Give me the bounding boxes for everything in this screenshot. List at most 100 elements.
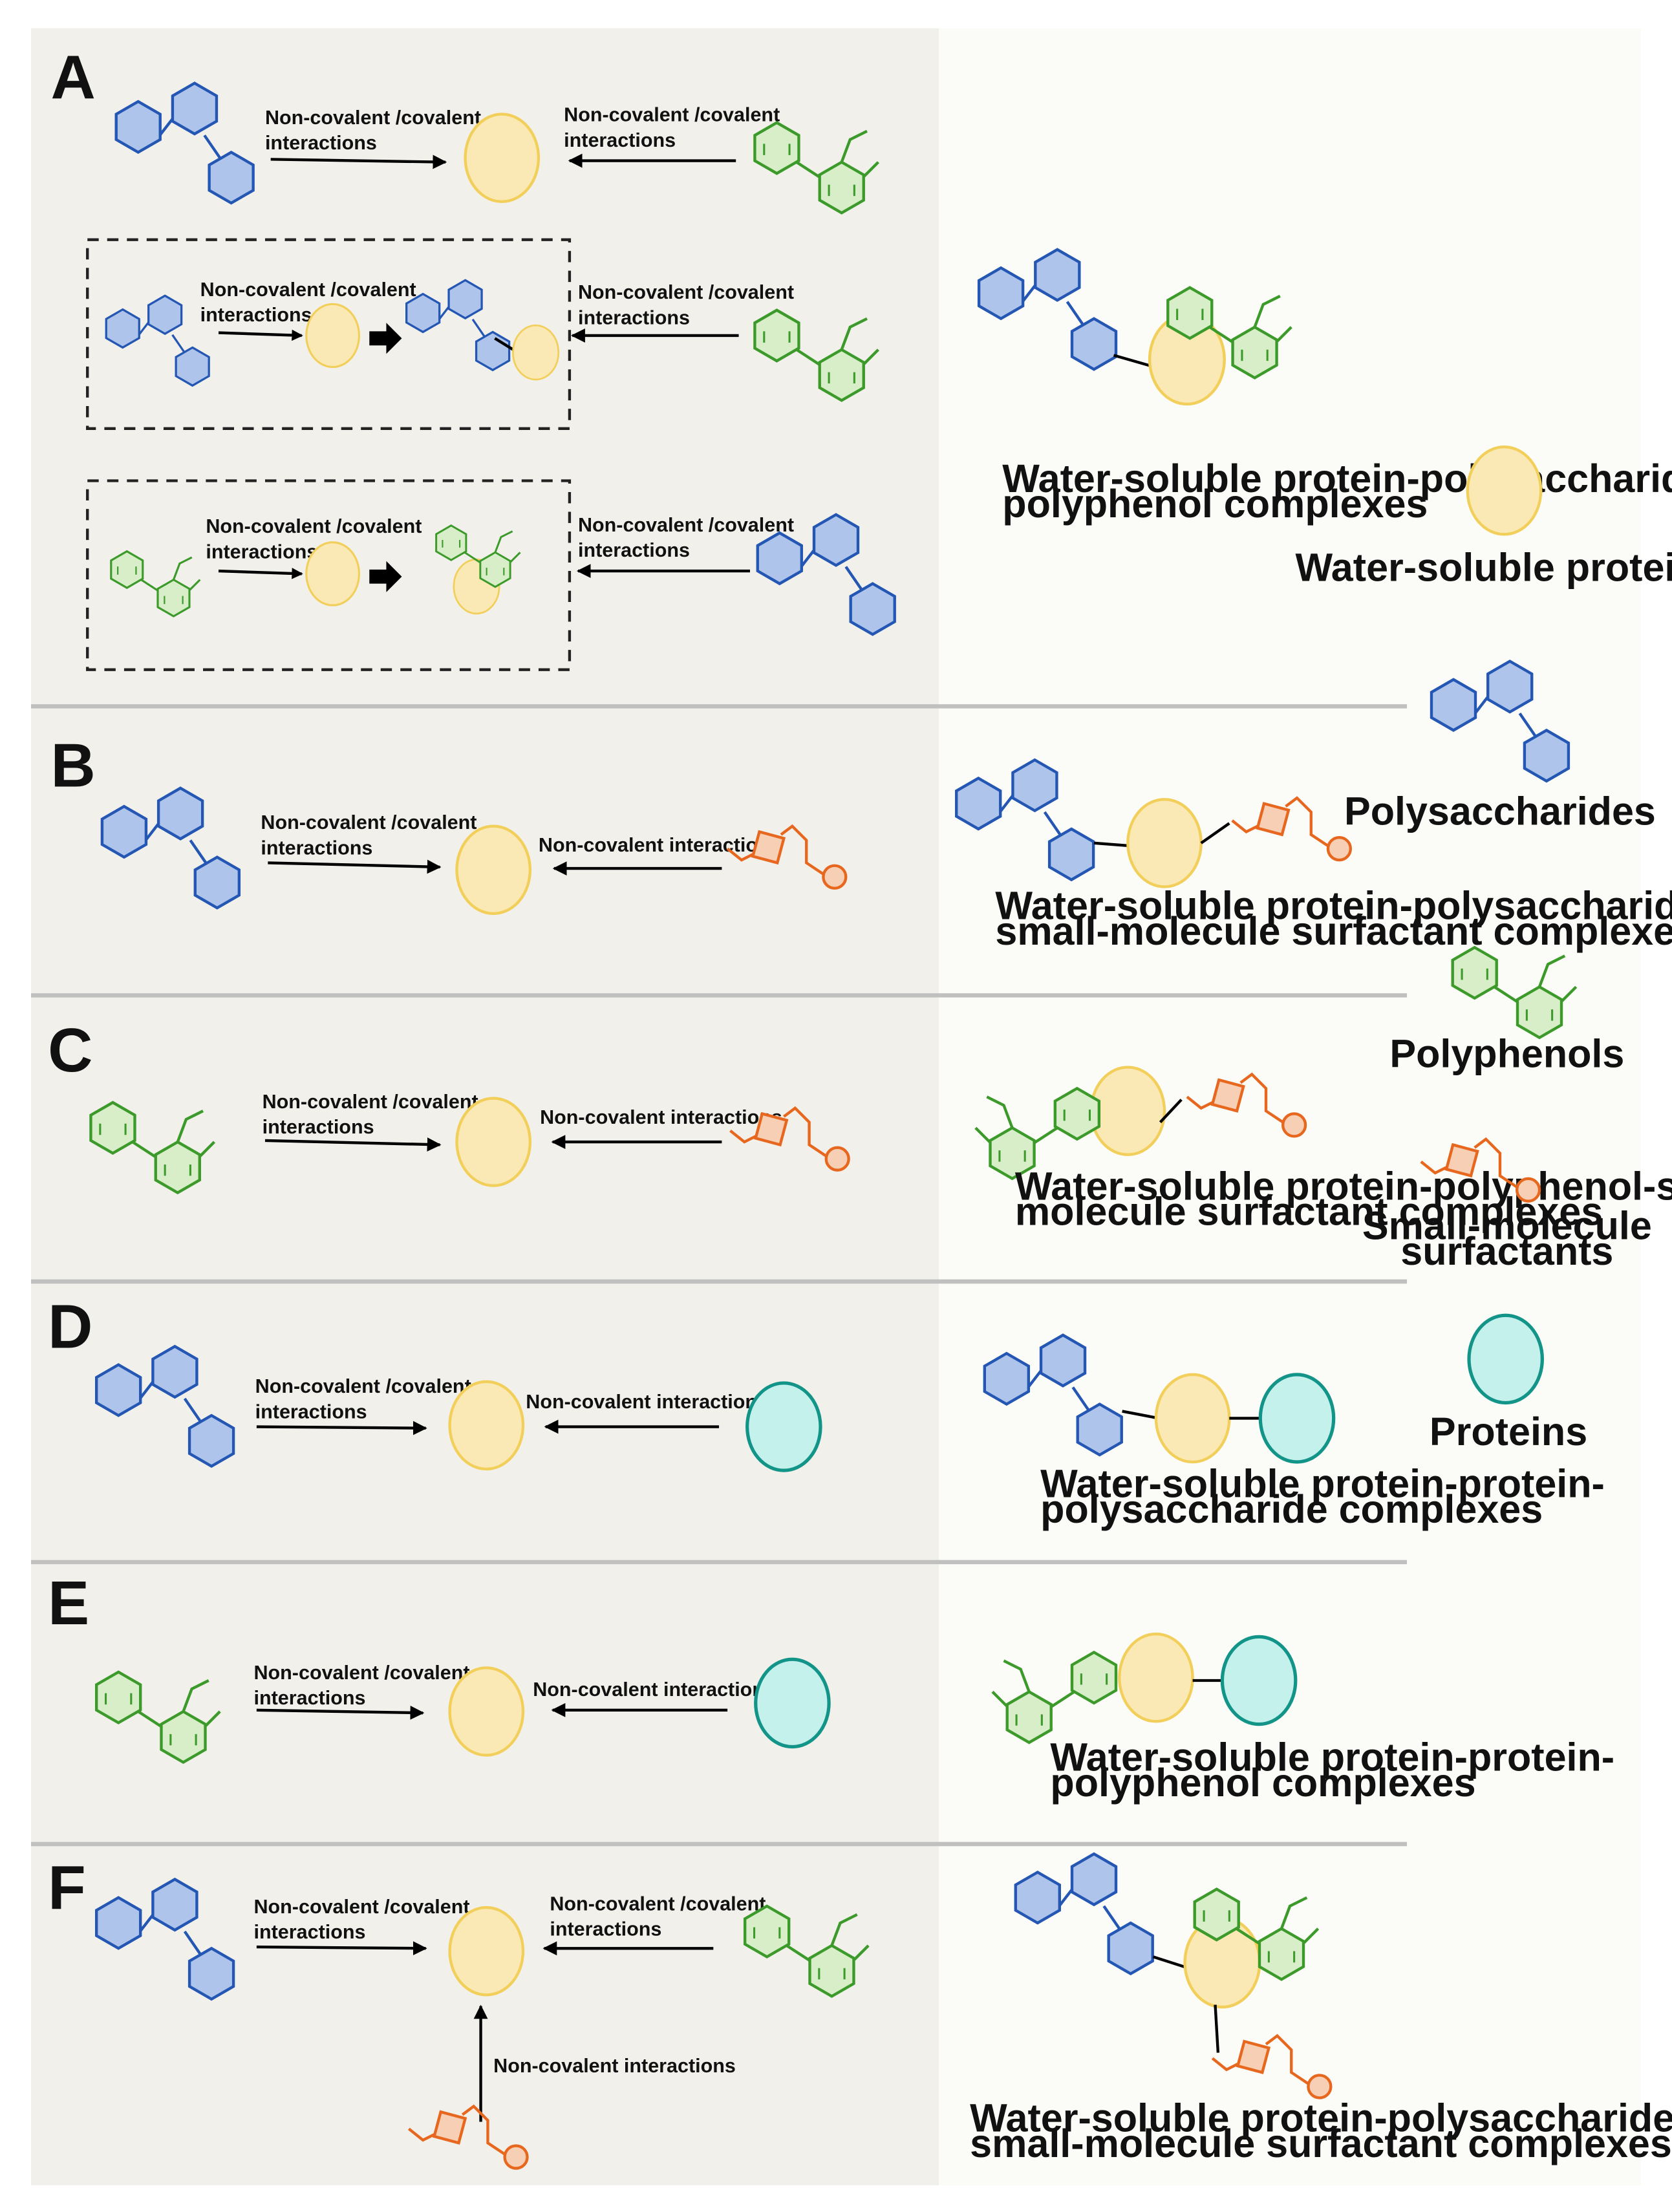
- product-caption: Water-soluble protein-polysaccharide-: [1002, 456, 1672, 500]
- legend-label: Polysaccharides: [1344, 789, 1656, 833]
- arrow: [256, 1421, 427, 1435]
- legend-label: Polyphenols: [1389, 1032, 1624, 1076]
- transform-arrow: [369, 323, 402, 354]
- water-soluble-protein-icon: [466, 114, 539, 202]
- water-soluble-protein-icon: [1091, 1068, 1164, 1155]
- interaction-label: interactions: [254, 1687, 366, 1709]
- product-complex-f: [1016, 1854, 1331, 2098]
- arrow: [270, 155, 447, 169]
- interaction-label: Non-covalent interactions: [539, 834, 781, 856]
- water-soluble-protein-icon: [1128, 799, 1201, 886]
- product-caption: Water-soluble protein-polyphenol-small-: [1015, 1164, 1672, 1208]
- product-caption: polyphenol complexes: [1050, 1761, 1475, 1805]
- interaction-label: interactions: [550, 1918, 661, 1940]
- product-caption: Water-soluble protein-protein-: [1050, 1735, 1614, 1779]
- interaction-label: Non-covalent /covalent: [578, 281, 794, 303]
- water-soluble-protein-icon: [1119, 1634, 1192, 1721]
- transform-arrow: [369, 561, 402, 592]
- interaction-label: Non-covalent interactions: [493, 2055, 736, 2077]
- panel-letter-a: A: [51, 43, 96, 113]
- water-soluble-protein-icon: [512, 324, 560, 381]
- interaction-label: Non-covalent /covalent: [263, 1091, 478, 1113]
- interaction-label: Non-covalent interactions: [526, 1391, 768, 1413]
- interaction-label: Non-covalent interactions: [533, 1679, 775, 1701]
- product-caption: small-molecule surfactant complexes: [995, 909, 1672, 953]
- arrow: [218, 329, 303, 341]
- product-caption: polyphenol complexes: [1002, 482, 1428, 526]
- interaction-label: Non-covalent /covalent: [265, 107, 481, 129]
- protein-icon: [1222, 1637, 1295, 1724]
- interaction-label: Non-covalent /covalent: [200, 279, 416, 301]
- panel-f: F Non-covalent /covalent interactions No…: [48, 1853, 1672, 2168]
- interaction-label: interactions: [206, 541, 317, 563]
- product-complex-b: [956, 760, 1351, 886]
- interaction-label: interactions: [254, 1921, 366, 1943]
- panel-letter-f: F: [48, 1853, 86, 1922]
- arrow: [268, 859, 442, 874]
- interaction-label: Non-covalent /covalent: [254, 1662, 470, 1684]
- interaction-label: interactions: [578, 306, 690, 328]
- interaction-label: Non-covalent /covalent: [254, 1896, 470, 1918]
- panel-d: D Non-covalent /covalent interactions No…: [48, 1292, 1605, 1530]
- interaction-label: Non-covalent /covalent: [206, 515, 422, 537]
- panel-letter-d: D: [48, 1292, 92, 1361]
- dashed-box: [86, 479, 572, 671]
- interaction-label: Non-covalent /covalent: [578, 514, 794, 536]
- panel-c: C Non-covalent /covalent interactions No…: [48, 1016, 1672, 1234]
- arrow: [218, 568, 303, 579]
- interaction-label: interactions: [263, 1116, 374, 1138]
- product-caption: Water-soluble protein-protein-: [1040, 1462, 1605, 1506]
- panel-b: B Non-covalent /covalent interactions No…: [51, 731, 1672, 953]
- dashed-box: [86, 238, 572, 431]
- product-caption: small-molecule surfactant complexes: [970, 2121, 1672, 2165]
- product-caption: molecule surfactant complexes: [1015, 1190, 1603, 1234]
- interaction-label: interactions: [261, 837, 372, 859]
- arrow: [264, 1137, 442, 1152]
- bond-line: [494, 337, 514, 351]
- interaction-label: Non-covalent interactions: [540, 1106, 782, 1128]
- water-soluble-protein-icon: [305, 303, 360, 369]
- interaction-label: interactions: [578, 539, 690, 561]
- water-soluble-protein-icon: [305, 541, 360, 607]
- panel-letter-c: C: [48, 1016, 92, 1085]
- product-complex-e: [992, 1634, 1296, 1743]
- arrow: [256, 1705, 425, 1720]
- product-caption: Water-soluble protein-polysaccharide-: [995, 884, 1672, 928]
- interaction-label: interactions: [564, 129, 676, 151]
- legend-label: Water-soluble proteins: [1295, 545, 1672, 589]
- interaction-label: Non-covalent /covalent: [255, 1375, 471, 1397]
- legend-label: surfactants: [1400, 1229, 1613, 1273]
- protein-icon: [756, 1659, 829, 1746]
- interaction-label: interactions: [265, 132, 377, 154]
- legend-water-soluble-protein-icon: [1468, 447, 1541, 534]
- water-soluble-protein-icon: [456, 1099, 530, 1186]
- interaction-label: interactions: [255, 1401, 367, 1423]
- legend-protein-icon: [1469, 1315, 1542, 1402]
- protein-icon: [1260, 1375, 1333, 1462]
- interaction-label: Non-covalent /covalent: [261, 811, 477, 833]
- legend-label: Proteins: [1430, 1410, 1587, 1454]
- legend: Water-soluble proteins Polysaccharides P…: [1295, 447, 1672, 1454]
- water-soluble-protein-icon: [450, 1668, 523, 1755]
- arrow: [256, 1941, 427, 1956]
- product-caption: polysaccharide complexes: [1040, 1487, 1543, 1531]
- water-soluble-protein-icon: [1156, 1375, 1229, 1462]
- panel-letter-b: B: [51, 731, 96, 800]
- legend-label: Small-molecule: [1362, 1204, 1652, 1248]
- right-background: [939, 28, 1641, 2185]
- product-complex-c: [976, 1068, 1305, 1179]
- product-complex-d: [985, 1335, 1334, 1462]
- interaction-label: Non-covalent /covalent: [564, 104, 780, 126]
- interaction-label: interactions: [200, 304, 312, 326]
- panel-a: A Non-covalent /covalent interactions No…: [51, 43, 1672, 671]
- panel-dividers: [31, 704, 1408, 1847]
- water-soluble-protein-icon: [456, 826, 530, 914]
- protein-icon: [747, 1383, 820, 1470]
- panel-e: E Non-covalent /covalent interactions No…: [48, 1569, 1614, 1805]
- water-soluble-protein-icon: [450, 1382, 523, 1469]
- water-soluble-protein-icon: [450, 1907, 523, 1995]
- interaction-label: Non-covalent /covalent: [550, 1893, 766, 1915]
- product-caption: Water-soluble protein-polysaccharide-pol…: [970, 2096, 1672, 2140]
- panel-letter-e: E: [48, 1569, 89, 1638]
